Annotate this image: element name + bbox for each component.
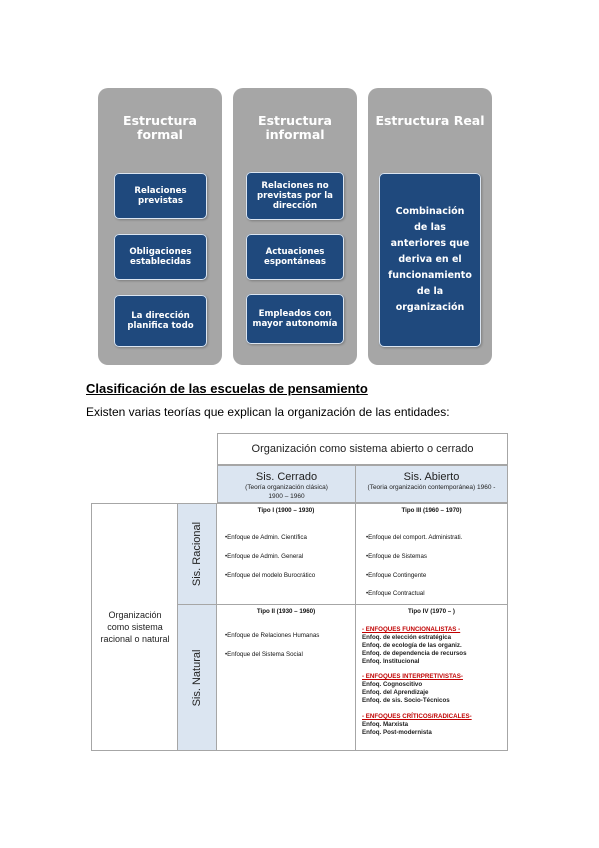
structure-box: Combinación de las anteriores que deriva… <box>379 173 481 347</box>
header-closed-system: Sis. Cerrado (Teoría organización clásic… <box>217 465 356 503</box>
list-item: Enfoq. Marxista <box>362 721 409 728</box>
group-interpretivist-title: - ENFOQUES INTERPRETIVISTAS- <box>362 673 463 680</box>
header-closed-title: Sis. Cerrado <box>255 471 318 483</box>
header-closed-years: 1900 – 1960 <box>268 493 305 500</box>
structure-formal-panel: Estructura formal Relaciones previstas O… <box>98 88 222 365</box>
list-item: •Enfoque de Admin. General <box>225 553 304 560</box>
list-item: •Enfoque del comport. Administrati. <box>366 534 463 541</box>
structure-formal-title: Estructura formal <box>123 113 197 142</box>
list-item: Enfoq. de dependencia de recursos <box>362 650 467 657</box>
structure-box: Relaciones previstas <box>114 173 207 219</box>
header-open-sub: (Teoria organización contemporánea) 1960… <box>367 484 496 491</box>
row-natural-text: Sis. Natural <box>191 649 203 706</box>
header-closed-sub: (Teoría organización clásica) <box>245 484 328 491</box>
list-item: Enfoq. de sis. Socio-Técnicos <box>362 697 450 704</box>
type-1-title: Tipo I (1900 – 1930) <box>257 507 315 514</box>
list-item: Enfoq. de elección estratégica <box>362 634 452 641</box>
list-item: Enfoq. Cognoscitivo <box>362 681 423 688</box>
list-item: •Enfoque de Sistemas <box>366 553 427 560</box>
structure-box: Empleados con mayor autonomía <box>246 294 344 344</box>
type-2-title: Tipo II (1930 – 1960) <box>256 608 316 615</box>
structure-informal-panel: Estructura informal Relaciones no previs… <box>233 88 357 365</box>
cell-type-4: Tipo IV (1970 – ) - ENFOQUES FUNCIONALIS… <box>355 604 508 751</box>
table-top-header: Organización como sistema abierto o cerr… <box>217 433 508 465</box>
list-item: •Enfoque Contractual <box>366 590 425 597</box>
structure-box: Actuaciones espontáneas <box>246 234 344 280</box>
row-group-label-text: Organización como sistema racional o nat… <box>100 610 170 644</box>
structure-box: La dirección planifica todo <box>114 295 207 347</box>
structure-informal-title: Estructura informal <box>258 113 332 142</box>
list-item: •Enfoque de Relaciones Humanas <box>225 632 320 639</box>
row-rational-label: Sis. Racional <box>177 503 217 605</box>
list-item: Enfoq. Institucional <box>362 658 420 665</box>
header-open-title: Sis. Abierto <box>403 471 460 483</box>
cell-type-1: Tipo I (1900 – 1930) •Enfoque de Admin. … <box>216 503 356 605</box>
structure-box: Obligaciones establecidas <box>114 234 207 280</box>
list-item: Enfoq. del Aprendizaje <box>362 689 429 696</box>
structure-real-title: Estructura Real <box>375 113 485 128</box>
group-functionalist-title: - ENFOQUES FUNCIONALISTAS - <box>362 626 461 633</box>
cell-type-2: Tipo II (1930 – 1960) •Enfoque de Relaci… <box>216 604 356 751</box>
list-item: •Enfoque del Sistema Social <box>225 651 303 658</box>
type-4-title: Tipo IV (1970 – ) <box>408 608 455 615</box>
list-item: Enfoq. Post-modernista <box>362 729 432 736</box>
list-item: •Enfoque Contingente <box>366 572 427 579</box>
section-intro: Existen varias teorías que explican la o… <box>86 405 450 419</box>
list-item: Enfoq. de ecología de las organiz. <box>362 642 462 649</box>
list-item: •Enfoque de Admin. Científica <box>225 534 307 541</box>
group-critical-title: - ENFOQUES CRÍTICOS/RADICALES- <box>362 713 472 720</box>
header-open-system: Sis. Abierto (Teoria organización contem… <box>355 465 508 503</box>
section-heading: Clasificación de las escuelas de pensami… <box>86 381 368 396</box>
cell-type-3: Tipo III (1960 – 1970) •Enfoque del comp… <box>355 503 508 605</box>
structure-real-panel: Estructura Real Combinación de las anter… <box>368 88 492 365</box>
row-rational-text: Sis. Racional <box>191 521 203 587</box>
row-group-label: Organización como sistema racional o nat… <box>91 503 178 751</box>
structure-box: Relaciones no previstas por la dirección <box>246 172 344 220</box>
row-natural-label: Sis. Natural <box>177 604 217 751</box>
type-3-title: Tipo III (1960 – 1970) <box>401 507 462 514</box>
list-item: •Enfoque del modelo Burocrático <box>225 572 316 579</box>
